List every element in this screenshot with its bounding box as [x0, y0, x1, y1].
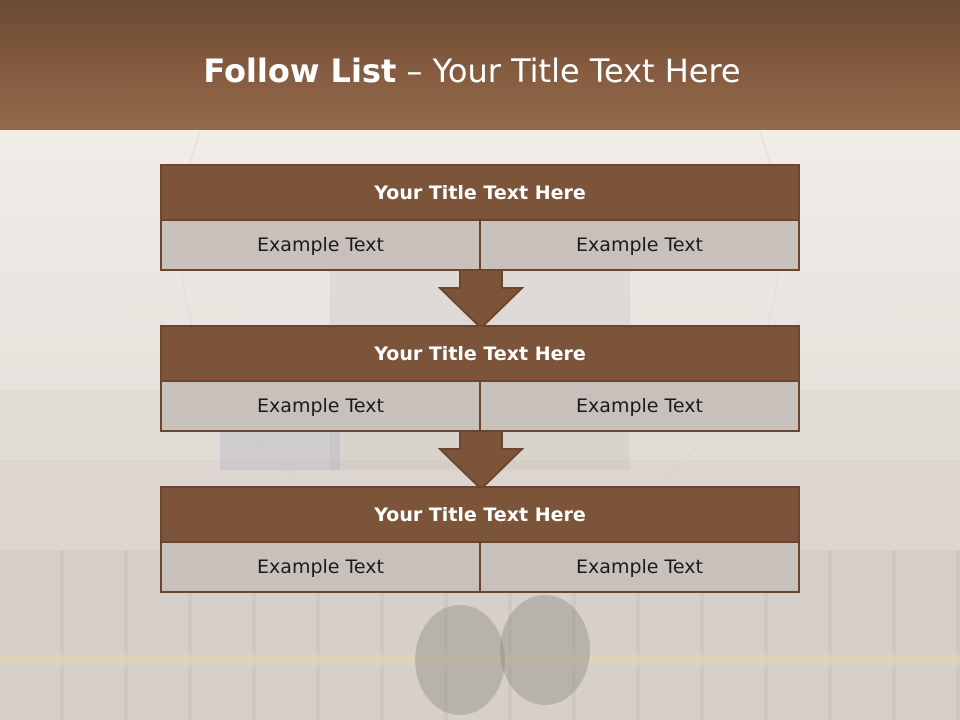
down-arrow-icon	[438, 270, 524, 330]
block-cell-left: Example Text	[160, 382, 481, 432]
block-title: Your Title Text Here	[160, 164, 800, 221]
block-title: Your Title Text Here	[160, 325, 800, 382]
header-band	[0, 0, 960, 130]
slide-title: Follow List – Your Title Text Here	[0, 52, 944, 90]
block-cell-right: Example Text	[481, 543, 800, 593]
list-block-2: Your Title Text Here Example Text Exampl…	[160, 325, 800, 432]
block-row: Example Text Example Text	[160, 382, 800, 432]
block-row: Example Text Example Text	[160, 221, 800, 271]
block-cell-left: Example Text	[160, 221, 481, 271]
list-block-3: Your Title Text Here Example Text Exampl…	[160, 486, 800, 593]
block-cell-right: Example Text	[481, 382, 800, 432]
list-block-1: Your Title Text Here Example Text Exampl…	[160, 164, 800, 271]
slide-title-bold: Follow List	[203, 52, 397, 90]
block-cell-right: Example Text	[481, 221, 800, 271]
block-row: Example Text Example Text	[160, 543, 800, 593]
block-cell-left: Example Text	[160, 543, 481, 593]
down-arrow-icon	[438, 431, 524, 491]
slide-title-rest: – Your Title Text Here	[406, 52, 741, 90]
block-title: Your Title Text Here	[160, 486, 800, 543]
